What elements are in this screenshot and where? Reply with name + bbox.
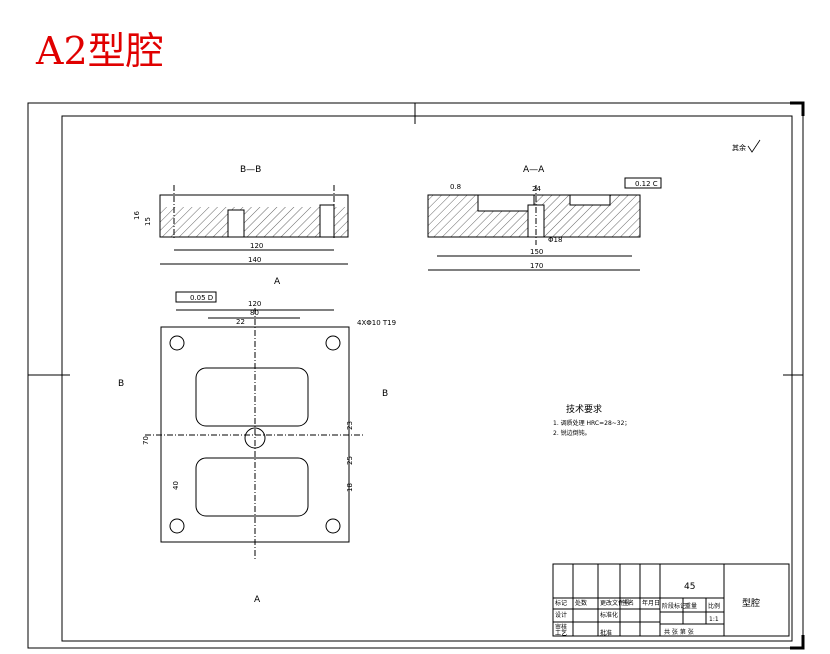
title-process: 工艺 bbox=[555, 629, 567, 637]
title-ratio: 比例 bbox=[708, 602, 720, 610]
roughness-label: 其余 bbox=[732, 143, 746, 152]
aa-tolerance: 0.12 C bbox=[635, 180, 658, 188]
plan-dim-25: 25 bbox=[346, 456, 354, 465]
title-part-name: 型腔 bbox=[742, 597, 760, 609]
title-row-labels-zone: 更改文件号 bbox=[600, 599, 630, 607]
bb-dim-120: 120 bbox=[250, 242, 263, 250]
bb-dim-140: 140 bbox=[248, 256, 261, 264]
title-review: 审核 bbox=[555, 623, 567, 631]
section-mark-b-left: B bbox=[118, 379, 124, 389]
title-row-labels-count: 处数 bbox=[575, 599, 587, 607]
plan-hole-callout: 4XΦ10 T19 bbox=[357, 319, 396, 327]
bb-dim-15: 15 bbox=[144, 217, 152, 226]
plan-dim-120: 120 bbox=[248, 300, 261, 308]
plan-dim-22: 22 bbox=[236, 318, 245, 326]
outer-frame bbox=[27, 102, 804, 649]
aa-dim-phi18: Φ18 bbox=[548, 236, 562, 244]
plan-dim-70: 70 bbox=[142, 436, 150, 445]
section-mark-b-right: B bbox=[382, 389, 388, 399]
plan-view: 0.05 D 120 80 22 70 23 40 25 18 4XΦ10 T1… bbox=[118, 277, 396, 605]
title-scale: 1:1 bbox=[709, 616, 719, 623]
page-title: A2型腔 bbox=[36, 29, 164, 73]
title-design: 设计 bbox=[555, 611, 567, 619]
title-row-labels-sign: 签名 bbox=[622, 599, 634, 607]
title-row-labels-mark: 标记 bbox=[555, 599, 567, 607]
aa-dim-170: 170 bbox=[530, 262, 543, 270]
bb-dim-16: 16 bbox=[133, 211, 141, 220]
title-approve: 批准 bbox=[600, 629, 612, 637]
title-row-labels-date: 年月日 bbox=[642, 599, 660, 607]
section-aa-title: A—A bbox=[523, 165, 545, 175]
notes-heading: 技术要求 bbox=[566, 403, 602, 415]
title-stage: 阶段标记 bbox=[662, 602, 686, 610]
plan-dim-40: 40 bbox=[172, 481, 180, 490]
aa-roughness: 0.8 bbox=[450, 183, 461, 191]
title-standard: 标准化 bbox=[600, 611, 618, 619]
notes-item-2: 2. 锐边倒钝。 bbox=[553, 429, 591, 437]
plan-dim-23: 23 bbox=[346, 421, 354, 430]
plan-dim-18: 18 bbox=[346, 483, 354, 492]
aa-dim-24: 24 bbox=[532, 185, 541, 193]
technical-notes: 技术要求 1. 调质处理 HRC=28~32； 2. 锐边倒钝。 bbox=[553, 403, 630, 437]
title-block: 45 型腔 标记 处数 更改文件号 签名 年月日 设计 标准化 阶段标记 重量 … bbox=[552, 563, 790, 637]
inner-frame bbox=[61, 115, 793, 642]
section-mark-a-bottom: A bbox=[254, 595, 261, 605]
title-weight: 重量 bbox=[685, 602, 697, 610]
plan-dim-80: 80 bbox=[250, 309, 259, 317]
section-bb-title: B—B bbox=[240, 165, 261, 175]
title-sheet: 共 张 第 张 bbox=[664, 628, 694, 636]
aa-dim-150: 150 bbox=[530, 248, 543, 256]
section-mark-a-top: A bbox=[274, 277, 281, 287]
section-aa-view: A—A 150 170 24 Φ18 0.12 C 0.8 bbox=[427, 165, 662, 271]
section-bb-view: B—B 120 140 16 15 bbox=[133, 165, 349, 265]
title-material: 45 bbox=[684, 582, 695, 592]
notes-item-1: 1. 调质处理 HRC=28~32； bbox=[553, 419, 630, 427]
plan-flatness: 0.05 D bbox=[190, 294, 213, 302]
